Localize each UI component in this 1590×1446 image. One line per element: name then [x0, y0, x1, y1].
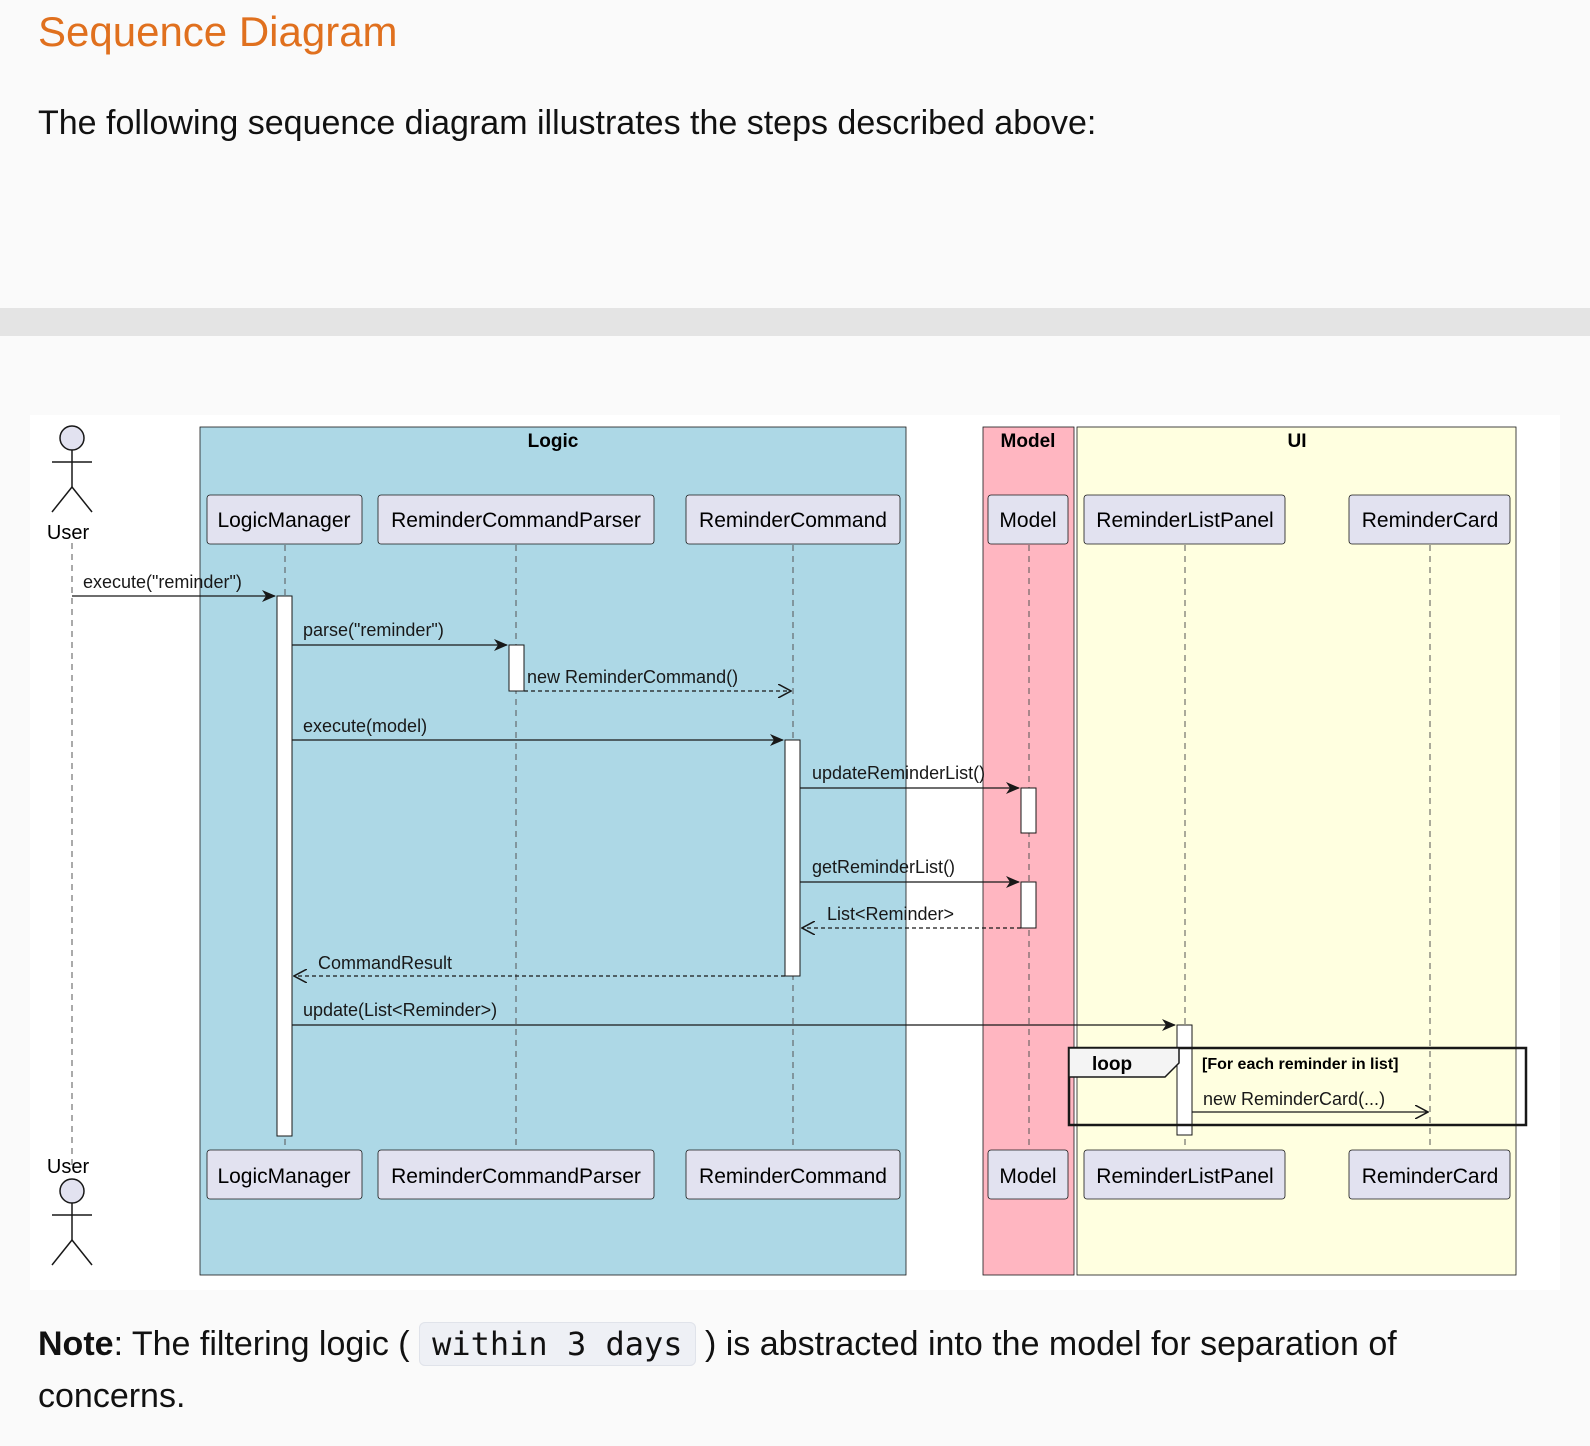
actor-user-top [51, 425, 93, 513]
activations [276, 595, 1193, 1137]
msg-execute-reminder: execute("reminder") [83, 572, 242, 592]
activation-logic-manager [276, 595, 293, 1137]
msg-get-reminder-list: getReminderList() [812, 857, 955, 877]
participant-command: ReminderCommand [699, 509, 887, 532]
activation-command [784, 739, 801, 977]
note-label: Note [38, 1325, 114, 1363]
message-arrows [72, 590, 1428, 1112]
participant-list-panel-bottom: ReminderListPanel [1096, 1165, 1273, 1188]
note-text-after: ) is abstracted into the model for separ… [38, 1325, 1397, 1415]
participant-parser-bottom: ReminderCommandParser [391, 1165, 641, 1188]
participant-card: ReminderCard [1362, 509, 1499, 532]
participant-model-bottom: Model [999, 1165, 1056, 1188]
msg-new-command: new ReminderCommand() [527, 667, 738, 687]
note-paragraph: Note: The filtering logic ( within 3 day… [38, 1318, 1548, 1422]
ui-box [1076, 426, 1517, 1276]
msg-update-list: update(List<Reminder>) [303, 1000, 497, 1020]
model-box [982, 426, 1075, 1276]
model-box-title: Model [1001, 431, 1056, 452]
participant-card-bottom: ReminderCard [1362, 1165, 1499, 1188]
activation-list-panel [1176, 1024, 1193, 1136]
activation-parser [508, 644, 525, 692]
note-code: within 3 days [419, 1322, 696, 1366]
actor-user-bottom [51, 1178, 93, 1266]
loop-fragment: loop [For each reminder in list] [1067, 1046, 1528, 1127]
actor-user-top-label: User [47, 522, 90, 544]
loop-guard: [For each reminder in list] [1202, 1056, 1398, 1073]
intro-text: The following sequence diagram illustrat… [38, 104, 1097, 142]
divider [0, 308, 1590, 336]
section-heading: Sequence Diagram [38, 8, 398, 55]
msg-execute-model: execute(model) [303, 716, 427, 736]
sequence-diagram: Logic Model UI User User LogicManager Re… [30, 415, 1560, 1290]
participant-logic-manager: LogicManager [217, 509, 350, 532]
msg-update-reminder-list: updateReminderList() [812, 763, 985, 783]
participant-model: Model [999, 509, 1056, 532]
msg-list-reminder: List<Reminder> [827, 904, 954, 924]
activation-model-2 [1020, 881, 1037, 929]
participants-top: LogicManager ReminderCommandParser Remin… [206, 494, 1511, 545]
logic-box-title: Logic [528, 431, 579, 452]
note-text-before: : The filtering logic ( [113, 1325, 420, 1363]
participant-command-bottom: ReminderCommand [699, 1165, 887, 1188]
participant-list-panel: ReminderListPanel [1096, 509, 1273, 532]
ui-box-title: UI [1288, 431, 1307, 452]
msg-parse: parse("reminder") [303, 620, 444, 640]
msg-new-card: new ReminderCard(...) [1203, 1089, 1385, 1109]
loop-label: loop [1092, 1054, 1132, 1075]
participants-bottom: LogicManager ReminderCommandParser Remin… [206, 1149, 1511, 1200]
msg-command-result: CommandResult [318, 953, 452, 973]
actor-user-bottom-label: User [47, 1156, 90, 1178]
participant-parser: ReminderCommandParser [391, 509, 641, 532]
activation-model-1 [1020, 787, 1037, 834]
participant-logic-manager-bottom: LogicManager [217, 1165, 350, 1188]
